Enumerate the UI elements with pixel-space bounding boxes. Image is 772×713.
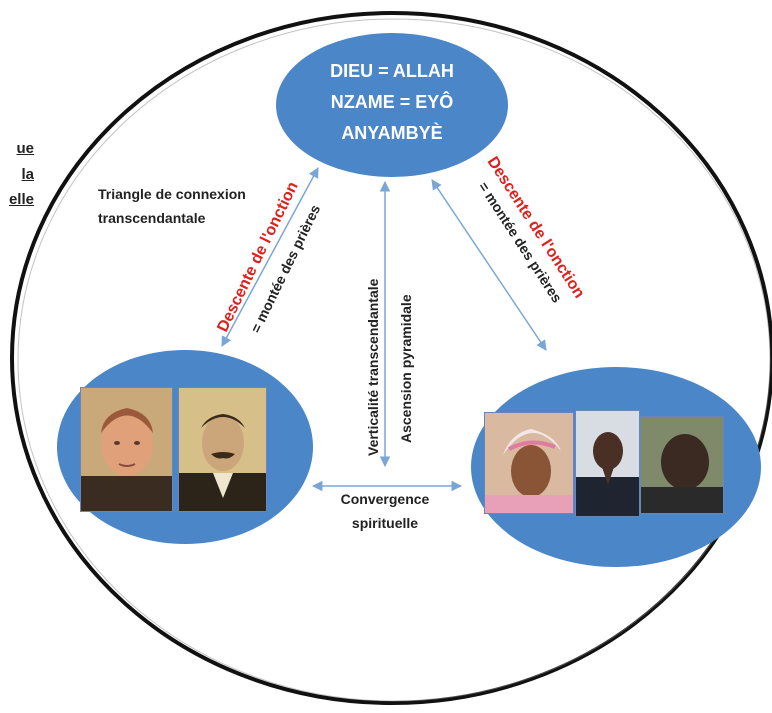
mustached-man-portrait-icon	[178, 387, 267, 512]
convergence-label-line-2: spirituelle	[352, 515, 418, 531]
convergence-label-line-1: Convergence	[341, 491, 430, 507]
top-node-line-1: DIEU = ALLAH	[330, 61, 454, 81]
man-praying-portrait-icon	[575, 410, 640, 517]
cut-text-1: ue	[16, 140, 34, 157]
outer-ellipse-shadow	[17, 18, 771, 702]
man-bowed-portrait-icon	[640, 416, 724, 514]
woman-headwrap-portrait-icon	[484, 412, 574, 514]
monk-portrait-icon	[80, 387, 173, 512]
outer-ellipse	[10, 11, 772, 705]
ascension-label: Ascension pyramidale	[398, 294, 414, 443]
cut-text-2: la	[21, 166, 34, 183]
triangle-label-line-2: transcendantale	[98, 210, 206, 226]
arrow-top-left	[221, 167, 319, 347]
top-node-line-2: NZAME = EYÔ	[331, 91, 454, 112]
verticalite-label: Verticalité transcendantale	[365, 278, 381, 456]
cut-text-3: elle	[8, 191, 34, 208]
top-node	[276, 33, 508, 177]
arrow-top-right	[431, 179, 547, 351]
top-node-line-3: ANYAMBYÈ	[341, 122, 442, 143]
triangle-label-line-1: Triangle de connexion	[98, 186, 246, 202]
